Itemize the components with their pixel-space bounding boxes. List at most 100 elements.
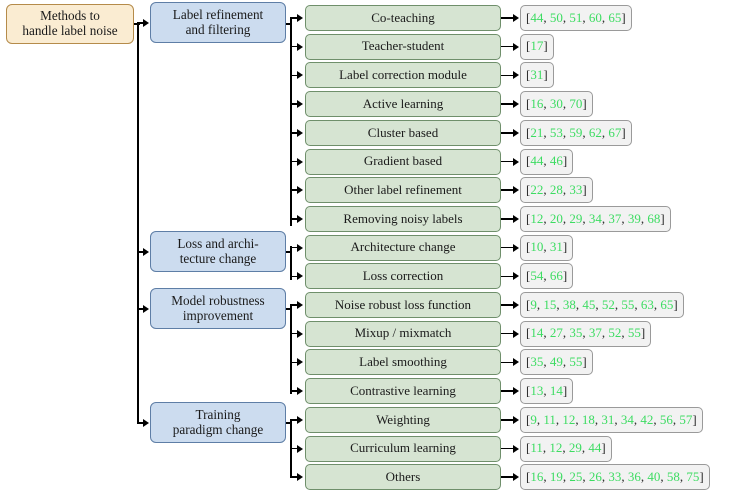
category-node-label-refinement-and-filtering: Label refinement and filtering [150, 2, 286, 43]
leaf-label: Curriculum learning [350, 440, 456, 456]
reference-connector-13 [501, 361, 514, 364]
reference-list: [21, 53, 59, 62, 67] [526, 124, 626, 140]
leaf-arrow-8 [297, 214, 303, 223]
leaf-arrow-17 [297, 473, 303, 482]
leaf-node-co-teaching: Co-teaching [305, 5, 501, 31]
reference-list: [12, 20, 29, 34, 37, 39, 68] [526, 210, 665, 226]
leaf-arrow-4 [297, 100, 303, 109]
reference-arrow-7 [513, 186, 519, 195]
reference-box-13: [35, 49, 55] [520, 349, 593, 376]
leaf-arrow-14 [297, 387, 303, 396]
category-2-stem [286, 251, 292, 253]
reference-box-16: [11, 12, 29, 44] [520, 435, 612, 462]
leaf-node-others: Others [305, 464, 501, 491]
leaf-arrow-7 [297, 186, 303, 195]
root-arrow-2 [143, 248, 149, 256]
reference-box-9: [10, 31] [520, 234, 574, 261]
reference-list: [11, 12, 29, 44] [526, 440, 606, 456]
leaf-node-contrastive-learning: Contrastive learning [305, 378, 501, 405]
reference-connector-14 [501, 390, 514, 392]
reference-connector-10 [501, 275, 514, 278]
leaf-node-other-label-refinement: Other label refinement [305, 177, 501, 204]
category-node-training-paradigm-change: Training paradigm change [150, 402, 286, 443]
leaf-node-label-smoothing: Label smoothing [305, 349, 501, 376]
reference-connector-6 [501, 160, 514, 163]
leaf-connector-14 [290, 390, 299, 392]
leaf-label: Teacher-student [361, 38, 445, 54]
leaf-label: Label correction module [339, 67, 467, 83]
root-arrow-3 [143, 305, 149, 313]
reference-list: [22, 28, 33] [526, 181, 587, 197]
leaf-arrow-2 [297, 42, 303, 51]
root-branch-1 [137, 22, 146, 24]
reference-arrow-12 [513, 329, 519, 338]
leaf-label: Other label refinement [344, 181, 462, 197]
reference-arrow-2 [513, 42, 519, 51]
reference-arrow-11 [513, 301, 519, 309]
category-4-line2: paradigm change [172, 421, 264, 437]
reference-box-5: [21, 53, 59, 62, 67] [520, 119, 632, 146]
leaf-arrow-1 [297, 14, 303, 22]
reference-box-11: [9, 15, 38, 45, 52, 55, 63, 65] [520, 292, 684, 318]
root-branch-4 [137, 422, 146, 424]
reference-list: [35, 49, 55] [526, 354, 587, 370]
leaf-connector-13 [290, 361, 299, 364]
category-1-line1: Label refinement [172, 6, 264, 22]
reference-arrow-13 [513, 358, 519, 367]
reference-box-1: [44, 50, 51, 60, 65] [520, 5, 632, 31]
reference-box-7: [22, 28, 33] [520, 177, 593, 204]
leaf-connector-3 [290, 74, 299, 77]
reference-connector-16 [501, 447, 514, 450]
leaf-connector-17 [290, 476, 299, 478]
reference-connector-2 [501, 45, 514, 48]
leaf-label: Mixup / mixmatch [354, 325, 452, 341]
reference-arrow-17 [513, 473, 519, 482]
leaf-connector-8 [290, 218, 299, 220]
leaf-connector-1 [290, 17, 299, 19]
category-1-line2: and filtering [185, 21, 251, 37]
leaf-label: Gradient based [363, 153, 443, 169]
reference-box-12: [14, 27, 35, 37, 52, 55] [520, 320, 652, 347]
leaf-node-loss-correction: Loss correction [305, 263, 501, 290]
leaf-node-cluster-based: Cluster based [305, 119, 501, 146]
reference-list: [31] [526, 67, 548, 83]
reference-connector-9 [501, 246, 514, 249]
reference-box-6: [44, 46] [520, 148, 574, 175]
reference-box-15: [9, 11, 12, 18, 31, 34, 42, 56, 57] [520, 406, 703, 433]
leaf-node-curriculum-learning: Curriculum learning [305, 435, 501, 462]
leaf-connector-9 [290, 246, 299, 249]
leaf-node-gradient-based: Gradient based [305, 148, 501, 175]
leaf-label: Architecture change [350, 239, 456, 255]
reference-connector-8 [501, 218, 514, 220]
category-node-model-robustness-improvement: Model robustness improvement [150, 288, 286, 329]
reference-list: [54, 66] [526, 268, 568, 284]
reference-connector-3 [501, 74, 514, 77]
reference-connector-15 [501, 419, 514, 421]
leaf-connector-16 [290, 447, 299, 450]
leaf-label: Weighting [376, 411, 430, 427]
leaf-node-mixup-mixmatch: Mixup / mixmatch [305, 320, 501, 347]
reference-connector-4 [501, 103, 514, 105]
leaf-connector-4 [290, 103, 299, 105]
root-branch-2 [137, 251, 146, 253]
category-4-line1: Training [195, 406, 241, 422]
reference-arrow-15 [513, 415, 519, 424]
leaf-label: Removing noisy labels [343, 210, 463, 226]
category-1-trunk [290, 17, 292, 226]
leaf-label: Contrastive learning [350, 382, 456, 398]
leaf-label: Loss correction [362, 268, 444, 284]
leaf-connector-11 [290, 304, 299, 306]
leaf-label: Cluster based [367, 124, 439, 140]
reference-list: [16, 19, 25, 26, 33, 36, 40, 58, 75] [526, 468, 704, 484]
reference-arrow-8 [513, 214, 519, 223]
reference-list: [16, 30, 70] [526, 95, 587, 111]
leaf-label: Label smoothing [359, 354, 447, 370]
reference-list: [44, 46] [526, 153, 568, 169]
category-2-line2: tecture change [179, 250, 257, 266]
leaf-arrow-15 [297, 415, 303, 424]
leaf-arrow-13 [297, 358, 303, 367]
category-node-loss-and-architecture-change: Loss and archi- tecture change [150, 231, 286, 272]
reference-box-3: [31] [520, 62, 554, 89]
root-branch-3 [137, 308, 146, 310]
